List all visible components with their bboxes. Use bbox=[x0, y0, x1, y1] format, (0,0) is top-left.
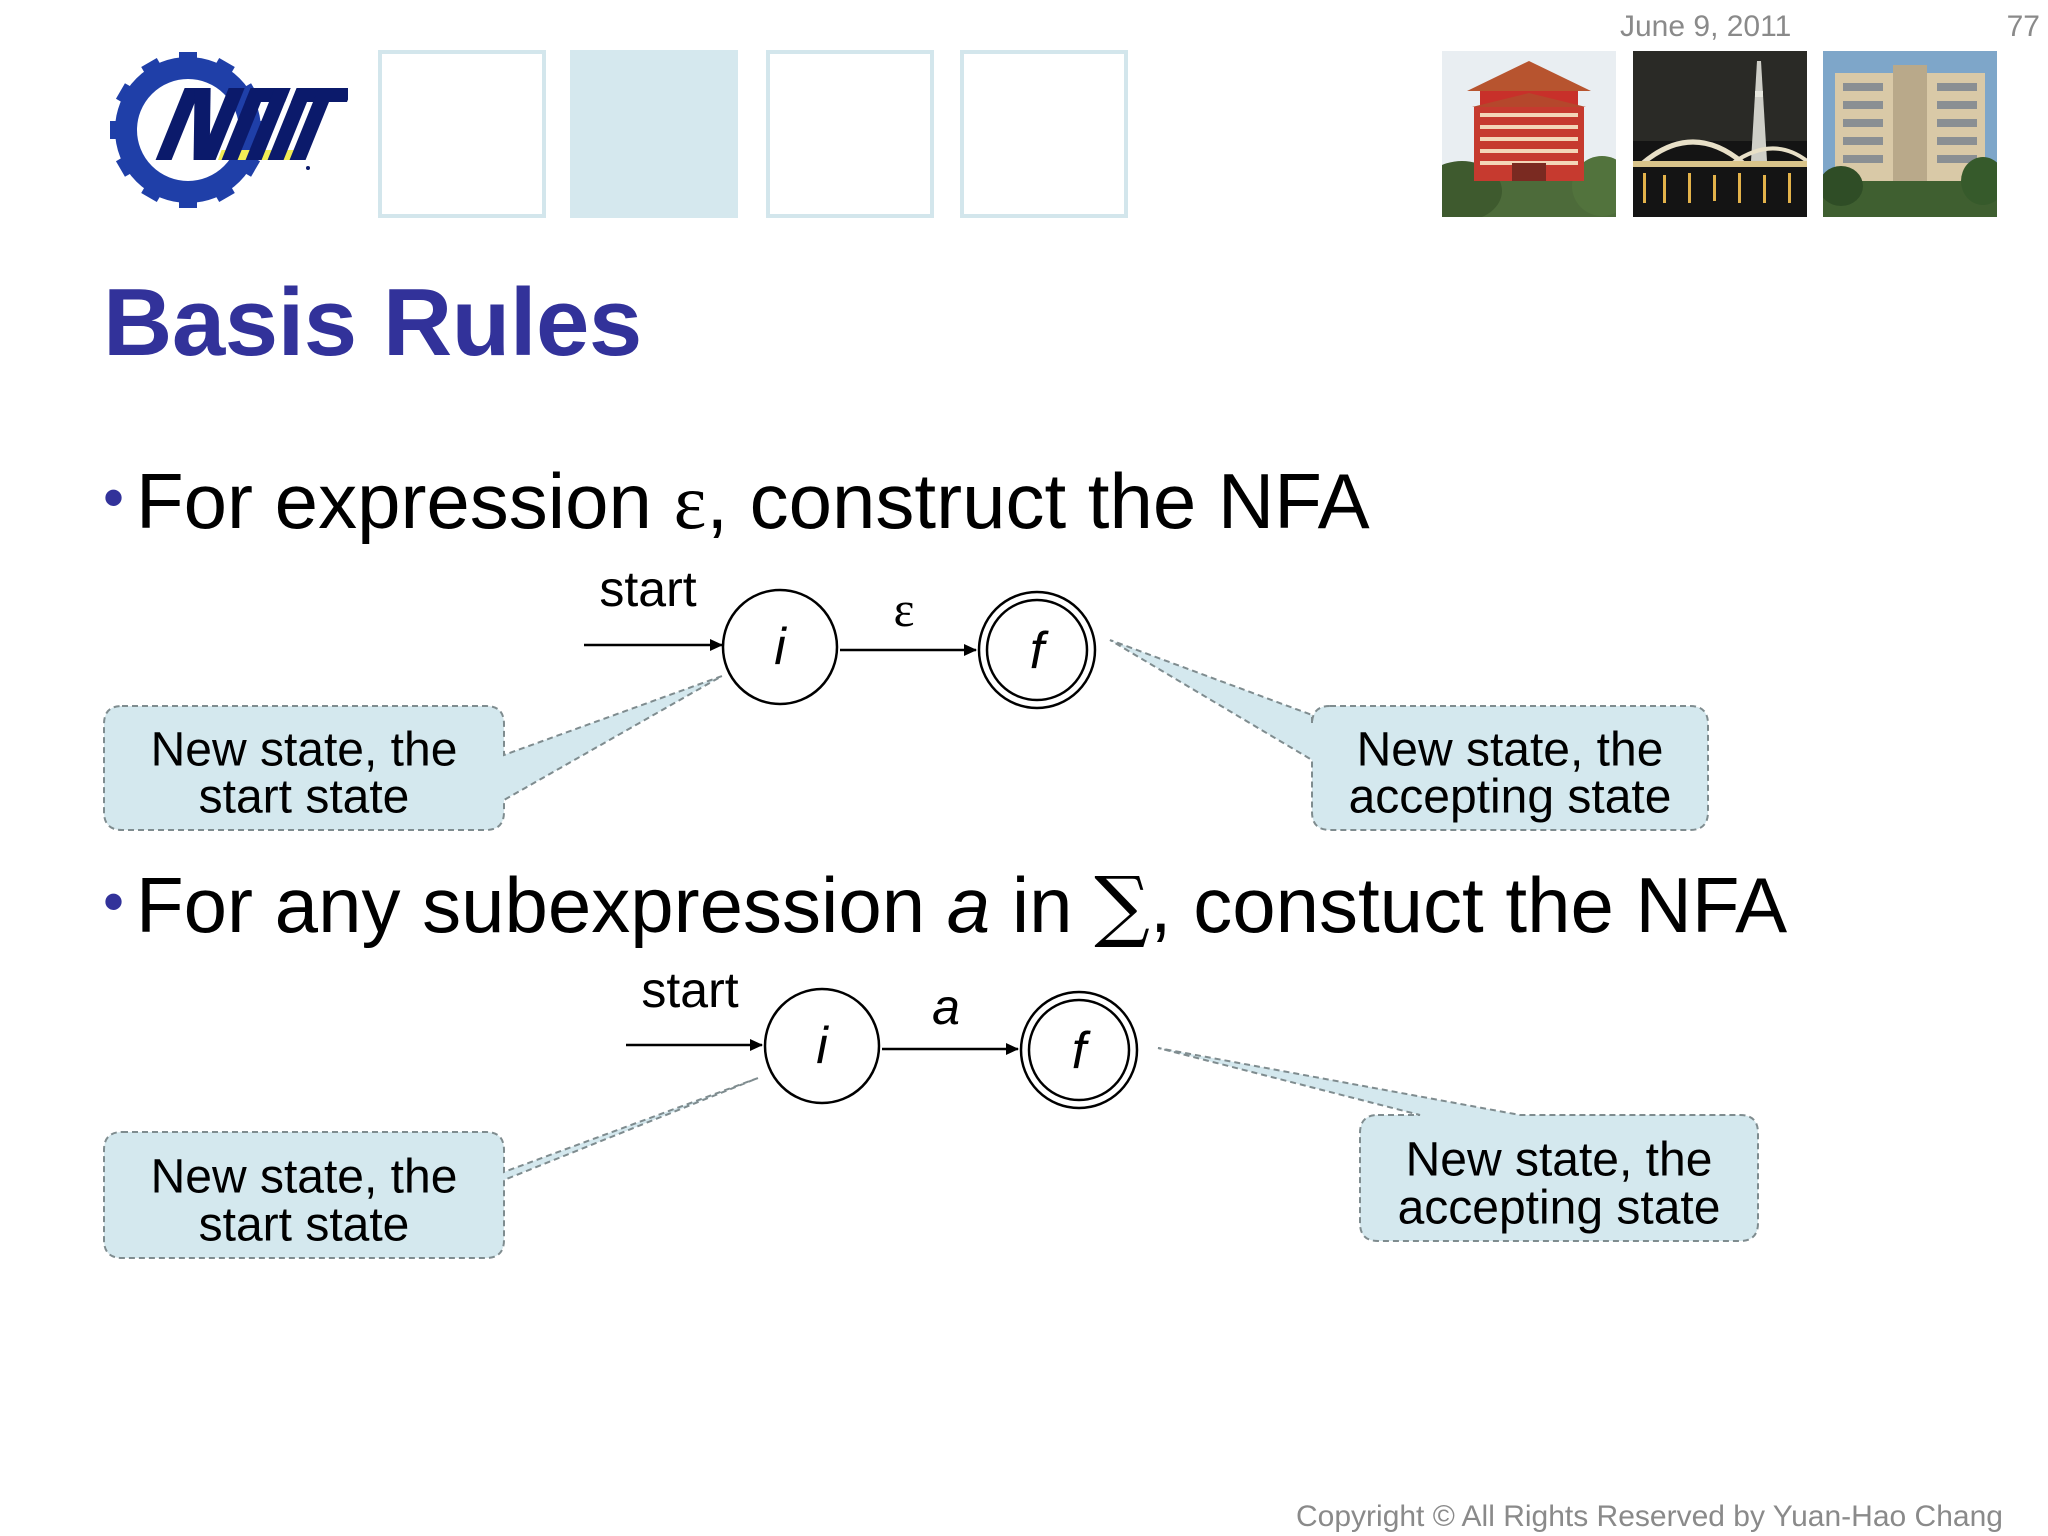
state-i bbox=[763, 987, 881, 1105]
state-i bbox=[721, 588, 839, 706]
state-i-label: i bbox=[774, 618, 787, 676]
slide-date: June 9, 2011 bbox=[1620, 10, 1792, 43]
callout-start-line2: start state bbox=[199, 771, 410, 824]
state-i-label: i bbox=[816, 1017, 829, 1075]
callout-accepting-state: New state, the accepting state bbox=[1157, 1047, 1759, 1242]
state-f-outer bbox=[1019, 990, 1139, 1110]
header-decor-square-1 bbox=[378, 50, 546, 218]
slide-title: Basis Rules bbox=[103, 269, 642, 376]
transition-label-epsilon: ε bbox=[894, 581, 915, 637]
callout-accepting-line1: New state, the bbox=[1357, 724, 1664, 777]
callout-accepting-line2: accepting state bbox=[1349, 771, 1672, 824]
bullet-text-after: , constuct the NFA bbox=[1149, 861, 1788, 949]
callout-accepting-line2: accepting state bbox=[1398, 1182, 1721, 1235]
photo-grand-hotel bbox=[1442, 51, 1616, 217]
bullet-epsilon-rule: •For expression ε, construct the NFA bbox=[103, 456, 1370, 547]
callout-start-line2: start state bbox=[199, 1199, 410, 1252]
transition-label-a: a bbox=[932, 979, 960, 1035]
photo-campus-building bbox=[1823, 51, 1997, 217]
state-f-label: f bbox=[1072, 1022, 1091, 1080]
nfa-diagram-epsilon: New state, the start state New state, th… bbox=[103, 561, 1709, 831]
callout-start-state: New state, the start state bbox=[103, 1077, 759, 1259]
symbol-a: a bbox=[946, 861, 991, 949]
start-label: start bbox=[599, 561, 696, 617]
photo-bridge-night bbox=[1633, 51, 1807, 217]
state-f-inner bbox=[1027, 998, 1131, 1102]
header-decor-square-2 bbox=[570, 50, 738, 218]
bullet-dot-icon: • bbox=[103, 868, 125, 935]
bullet-text-after: , construct the NFA bbox=[706, 457, 1370, 545]
state-f-inner bbox=[985, 598, 1089, 702]
page-number: 77 bbox=[2006, 10, 2040, 43]
epsilon-symbol: ε bbox=[673, 458, 707, 545]
header-decor-square-4 bbox=[960, 50, 1128, 218]
callout-start-line1: New state, the bbox=[151, 1151, 458, 1204]
state-f-label: f bbox=[1030, 622, 1049, 680]
nfa-diagram-symbol-a: New state, the start state New state, th… bbox=[103, 962, 1759, 1259]
callout-accepting-state: New state, the accepting state bbox=[1109, 639, 1709, 831]
bullet-dot-icon: • bbox=[103, 464, 125, 531]
state-f-outer bbox=[977, 590, 1097, 710]
bullet-text-before: For any subexpression bbox=[136, 861, 947, 949]
callout-start-line1: New state, the bbox=[151, 724, 458, 777]
sigma-symbol: ∑ bbox=[1094, 861, 1150, 951]
bullet-text-before: For expression bbox=[136, 457, 674, 545]
start-label: start bbox=[641, 962, 738, 1018]
bullet-text-middle: in bbox=[990, 861, 1095, 949]
header-decor-square-3 bbox=[766, 50, 934, 218]
callout-start-state: New state, the start state bbox=[103, 675, 723, 831]
university-logo bbox=[108, 50, 353, 215]
copyright-footer: Copyright © All Rights Reserved by Yuan-… bbox=[1296, 1500, 2003, 1533]
bullet-symbol-rule: •For any subexpression a in ∑, constuct … bbox=[103, 860, 1787, 951]
callout-accepting-line1: New state, the bbox=[1406, 1134, 1713, 1187]
